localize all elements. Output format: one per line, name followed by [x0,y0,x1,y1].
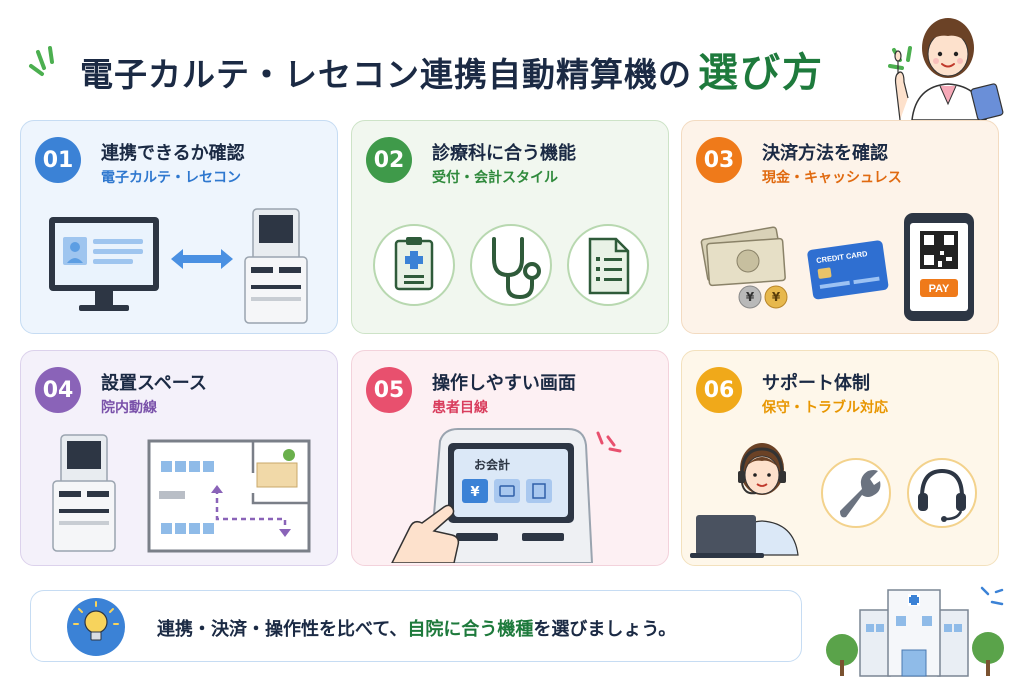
lightbulb-icon [67,598,125,656]
sparkle-left-icon [29,46,54,76]
card-number-badge: 06 [696,367,742,413]
svg-text:¥: ¥ [772,290,781,304]
tree-icon [826,632,1004,676]
kiosk-icon [52,434,116,552]
coin-icon: ¥ ¥ [738,285,788,309]
card-heading: 連携できるか確認 [101,143,245,164]
summary-text-part3: を選びましょう。 [533,619,677,640]
card-06-support: 06 サポート体制 保守・トラブル対応 [681,350,999,566]
payment-methods-illustration: ¥ ¥ CREDIT CARD PAY [700,213,974,321]
floor-plan-illustration [52,434,311,553]
medical-icons-illustration [373,224,649,306]
summary-banner: 連携・決済・操作性を比べて、自院に合う機種を選びましょう。 [30,590,802,662]
burst-lines-icon [596,431,622,453]
pointing-hand-icon [391,504,460,563]
kiosk-icon [244,208,308,324]
nurse-mascot-illustration [894,18,1004,120]
card-number-badge: 05 [366,367,412,413]
page-title-main: 電子カルテ・レセコン連携自動精算機の [80,55,692,94]
card-number-badge: 02 [366,137,412,183]
card-subheading: 院内動線 [101,400,157,416]
card-heading: 決済方法を確認 [762,143,888,164]
card-subheading: 患者目線 [432,400,488,416]
floor-plan-icon [147,439,311,553]
headset-icon [907,458,977,528]
card-subheading: 保守・トラブル対応 [762,400,888,416]
card-number-badge: 01 [35,137,81,183]
ehr-to-kiosk-illustration [49,208,308,324]
touchscreen-illustration: お会計 ¥ [391,428,622,563]
svg-text:¥: ¥ [746,290,755,304]
hospital-icon [859,589,969,677]
card-subheading: 現金・キャッシュレス [762,170,902,186]
card-02-features: 02 診療科に合う機能 受付・会計スタイル [351,120,669,334]
card-number-badge: 03 [696,137,742,183]
card-heading: サポート体制 [762,373,870,394]
summary-text-part1: 連携・決済・操作性を比べて、 [157,619,408,640]
card-heading: 操作しやすい画面 [432,373,576,394]
card-05-screen: 05 操作しやすい画面 患者目線 お会計 ¥ [351,350,669,566]
clipboard-icon [373,224,455,306]
support-operator-icon [690,443,799,558]
monitor-icon [49,217,159,311]
card-number-badge: 04 [35,367,81,413]
card-04-space: 04 設置スペース 院内動線 [20,350,338,566]
stethoscope-icon [470,224,552,306]
double-arrow-icon [171,249,233,269]
card-heading: 診療科に合う機能 [432,143,576,164]
card-heading: 設置スペース [101,373,207,394]
sparkle-lines-icon [980,586,1004,606]
smartphone-qr-icon: PAY [904,213,974,321]
svg-text:PAY: PAY [929,283,950,295]
page-title: 電子カルテ・レセコン連携自動精算機の 選び方 [80,40,824,98]
hospital-building-illustration [826,586,1004,677]
card-subheading: 受付・会計スタイル [432,170,558,186]
svg-text:¥: ¥ [470,485,479,500]
banknote-icon [700,226,786,287]
card-subheading: 電子カルテ・レセコン [101,170,241,186]
credit-card-icon: CREDIT CARD [807,240,889,300]
summary-text: 連携・決済・操作性を比べて、自院に合う機種を選びましょう。 [157,615,676,641]
card-03-payment: 03 決済方法を確認 現金・キャッシュレス ¥ ¥ CREDIT CARD [681,120,999,334]
kiosk-screen-icon: お会計 ¥ [428,428,594,563]
document-icon [567,224,649,306]
page-title-accent: 選び方 [698,50,824,96]
wrench-icon [821,458,891,528]
card-01-integration: 01 連携できるか確認 電子カルテ・レセコン [20,120,338,334]
svg-text:お会計: お会計 [474,457,510,472]
support-illustration [690,443,977,558]
summary-text-emphasis: 自院に合う機種 [407,619,534,640]
